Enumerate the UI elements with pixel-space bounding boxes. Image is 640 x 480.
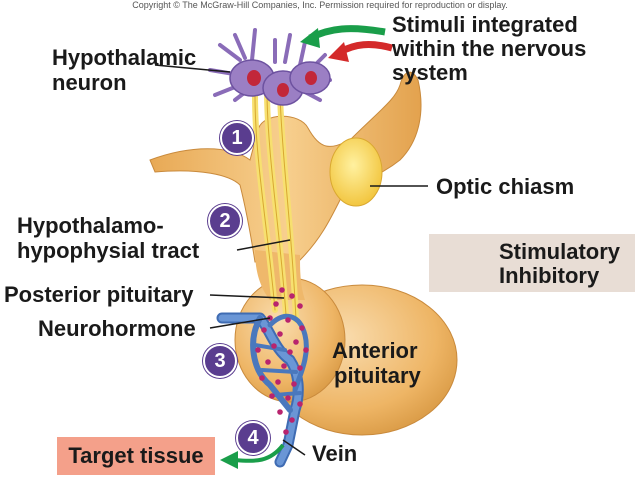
tract-label-line2: hypophysial tract xyxy=(17,238,200,263)
stimuli-label-line3: system xyxy=(392,60,468,85)
neurohormone-dot xyxy=(259,375,265,381)
inhibitory-stimulus-arrow xyxy=(338,41,393,56)
target-tissue-box: Target tissue xyxy=(57,437,215,475)
hypothalamic-neuron-label-line1: Hypothalamic xyxy=(52,45,197,70)
neurohormone-dot xyxy=(297,365,303,371)
stimulatory-stimulus-arrow xyxy=(308,25,386,42)
capillary-network xyxy=(216,312,309,468)
neurohormone-dot xyxy=(297,401,303,407)
hypothalamic-neuron-label-line2: neuron xyxy=(52,70,127,95)
neurohormone-dot xyxy=(289,417,295,423)
optic-chiasm-label: Optic chiasm xyxy=(436,174,575,199)
neurohormone-dot xyxy=(289,293,295,299)
step-3-badge: 3 xyxy=(203,344,237,378)
neurohormone-molecules xyxy=(255,287,309,435)
neurohormone-dot xyxy=(273,301,279,307)
neurohormone-dot xyxy=(291,381,297,387)
anterior-pituitary-label-line1: Anterior xyxy=(332,338,418,363)
neurohormone-dot xyxy=(281,363,287,369)
neurohormone-dot xyxy=(269,393,275,399)
vein-label: Vein xyxy=(312,441,358,466)
neurohormone-dot xyxy=(261,327,267,333)
copyright-notice: Copyright © The McGraw-Hill Companies, I… xyxy=(132,0,508,10)
target-tissue-arrow xyxy=(234,443,285,463)
step-1-badge: 1 xyxy=(220,121,254,155)
neurohormone-dot xyxy=(279,287,285,293)
neurohormone-dot xyxy=(277,409,283,415)
posterior-pituitary-label: Posterior pituitary xyxy=(4,282,194,307)
stimuli-label-line1: Stimuli integrated xyxy=(392,12,578,37)
neurohormone-dot xyxy=(271,343,277,349)
neurohormone-dot xyxy=(297,303,303,309)
anterior-pituitary-label-line2: pituitary xyxy=(334,363,421,388)
neurohormone-dot xyxy=(285,317,291,323)
step-2-badge: 2 xyxy=(208,204,242,238)
neurohormone-dot xyxy=(265,359,271,365)
neurohormone-dot xyxy=(285,395,291,401)
tract-label-line1: Hypothalamo- xyxy=(17,213,164,238)
neurohormone-dot xyxy=(283,429,289,435)
legend-inhibitory-label: Inhibitory xyxy=(499,263,600,288)
neurohormone-dot xyxy=(255,347,261,353)
step-4-badge: 4 xyxy=(236,421,270,455)
neurohormone-dot xyxy=(287,349,293,355)
neurohormone-dot xyxy=(299,325,305,331)
neurohormone-dot xyxy=(293,339,299,345)
optic-chiasm-shape xyxy=(329,137,383,207)
hypothalamo-hypophysial-tract xyxy=(252,92,299,323)
legend-stimulatory-label: Stimulatory xyxy=(499,239,621,264)
neurohormone-dot xyxy=(303,347,309,353)
hypothalamic-neurons xyxy=(208,28,332,106)
neurohormone-dot xyxy=(277,331,283,337)
neurohormone-label: Neurohormone xyxy=(38,316,196,341)
legend-box xyxy=(429,234,635,292)
leader-lines xyxy=(154,64,428,456)
neurohormone-dot xyxy=(275,379,281,385)
stimuli-label-line2: within the nervous xyxy=(392,36,587,61)
